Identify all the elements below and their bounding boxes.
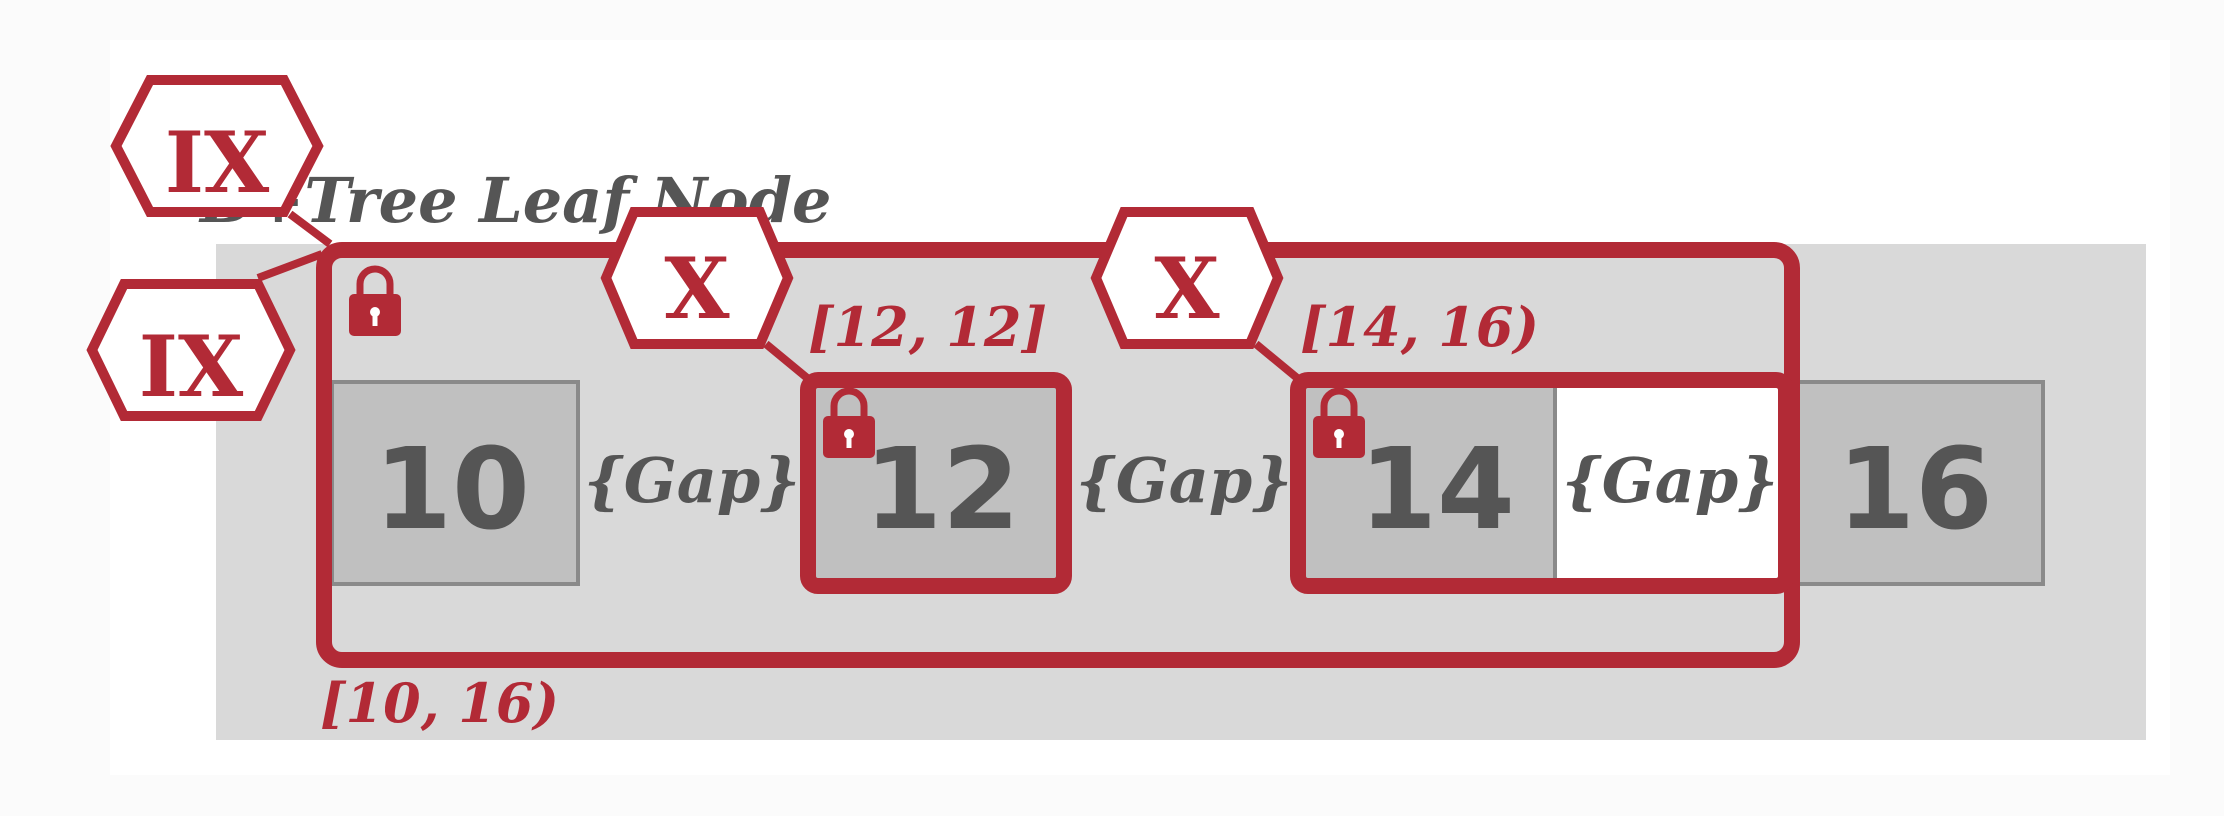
- connector-node-lock: [287, 210, 333, 248]
- range-label-upper: [14, 16): [1300, 295, 1539, 359]
- lock-mode-key-label: X: [664, 239, 730, 338]
- key-label-12: 12: [864, 425, 1020, 555]
- key-label-16: 16: [1837, 425, 1993, 555]
- key-lock-box-12: [800, 372, 1072, 594]
- key-cell-10: [330, 380, 580, 586]
- connector-upper-range-lock: [1253, 340, 1305, 386]
- gap-label-14-16: {Gap}: [1562, 444, 1778, 517]
- gap-label-10-12: {Gap}: [584, 444, 800, 517]
- lock-badge-hexagon-range: [86, 279, 296, 421]
- key-label-14: 14: [1359, 425, 1515, 555]
- lock-mode-upper-range-label: X: [1154, 239, 1220, 338]
- lock-badge-hexagon-node: [110, 75, 324, 217]
- lock-mode-node-label: IX: [165, 113, 270, 212]
- lock-badge-hexagon-key: [600, 207, 794, 349]
- range-label-full: [10, 16): [320, 671, 559, 735]
- lock-mode-range-label: IX: [139, 317, 244, 416]
- key-label-10: 10: [374, 425, 530, 555]
- lock-badge-hexagon-upper-range: [1090, 207, 1284, 349]
- range-label-key: [12, 12]: [808, 295, 1047, 359]
- lock-icon: [823, 387, 875, 458]
- connector-range-lock: [256, 250, 324, 282]
- key-cell-16: [1779, 380, 2045, 586]
- lock-icon: [349, 265, 401, 336]
- gap-label-12-14: {Gap}: [1076, 444, 1292, 517]
- lock-icon: [1313, 387, 1365, 458]
- range-lock-box-14-16: [1290, 372, 1794, 594]
- connector-key-lock: [763, 340, 815, 386]
